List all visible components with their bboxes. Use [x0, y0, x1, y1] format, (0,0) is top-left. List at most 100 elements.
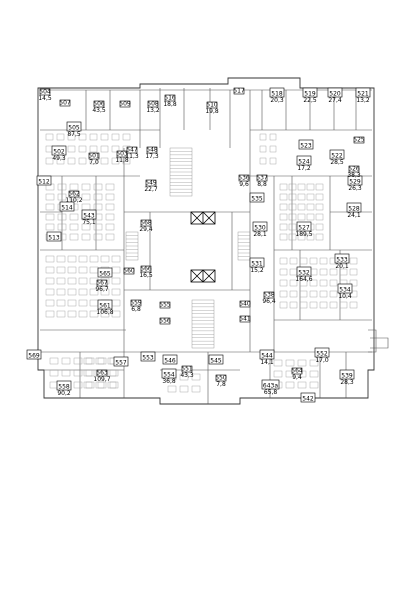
- room-number: 556: [159, 317, 171, 324]
- room-tag-box: [208, 354, 224, 365]
- desk: [57, 183, 67, 191]
- desk: [93, 233, 103, 241]
- desk: [122, 133, 131, 141]
- desk: [273, 370, 283, 378]
- room-number: 532: [298, 269, 310, 276]
- desk: [78, 266, 88, 274]
- room-tag-box: [261, 379, 280, 390]
- room-area: 17,2: [297, 165, 311, 172]
- room-tag-box: [239, 315, 251, 323]
- desk: [288, 183, 297, 191]
- small-room-tag-517: 517: [233, 87, 245, 94]
- desk: [349, 290, 358, 298]
- desk: [105, 213, 115, 221]
- room-tag-box: [140, 265, 152, 273]
- desk: [81, 193, 91, 201]
- desk: [83, 369, 93, 377]
- building-walls: [37, 77, 389, 405]
- room-number: 513: [48, 234, 60, 241]
- room-area: 22,5: [303, 97, 317, 104]
- room-number: 531: [251, 260, 263, 267]
- desk: [45, 203, 55, 211]
- desk: [57, 193, 67, 201]
- desk: [315, 223, 324, 231]
- desk: [73, 357, 83, 365]
- room-number: 525: [353, 136, 365, 143]
- desk: [297, 203, 306, 211]
- desk: [179, 385, 189, 393]
- desk: [315, 213, 324, 221]
- room-number: 562: [68, 190, 80, 197]
- desk: [81, 203, 91, 211]
- room-area: 43,3: [180, 372, 194, 379]
- room-tag-box: [119, 100, 131, 108]
- room-number: 504: [39, 88, 51, 95]
- room-number: 545: [210, 357, 222, 364]
- desk: [69, 223, 79, 231]
- room-area: 6,8: [131, 306, 141, 313]
- desk: [191, 385, 201, 393]
- desk: [73, 369, 83, 377]
- room-tag-box: [355, 87, 371, 98]
- small-room-tag-509: 509: [119, 100, 131, 107]
- desk: [339, 268, 348, 276]
- room-tag-box: [147, 100, 159, 108]
- room-number: 520: [329, 90, 341, 97]
- desk: [309, 381, 319, 389]
- small-room-labels: 51618,850813,250950643,550414,551019,851…: [38, 87, 365, 388]
- desk: [315, 203, 324, 211]
- desk: [67, 255, 77, 263]
- small-room-tag-525: 525: [353, 136, 365, 143]
- room-area: 14,1: [260, 359, 274, 366]
- room-tag-box: [162, 354, 178, 365]
- room-tag-box: [269, 87, 285, 98]
- room-number: 550: [215, 374, 227, 381]
- desk: [83, 381, 93, 389]
- room-tag-box: [327, 87, 343, 98]
- room-number: 551: [181, 365, 193, 372]
- room-tag-box: [215, 374, 227, 382]
- room-area: 27,4: [328, 97, 342, 104]
- room-number: 518: [271, 90, 283, 97]
- desk: [299, 257, 308, 265]
- desk: [56, 310, 66, 318]
- room-number: 528: [348, 205, 360, 212]
- room-tag-box: [56, 380, 72, 391]
- room-tag-box: [116, 150, 128, 158]
- desk: [78, 277, 88, 285]
- desk: [105, 183, 115, 191]
- desk: [45, 157, 54, 165]
- desk: [45, 255, 55, 263]
- desk: [273, 359, 283, 367]
- room-tag-box: [256, 174, 268, 182]
- room-tag-569: 569: [26, 349, 42, 359]
- room-number: 555: [159, 301, 171, 308]
- desk: [78, 299, 88, 307]
- room-tag-box: [314, 347, 330, 358]
- room-area: 7,0: [89, 159, 99, 166]
- room-tag-box: [123, 267, 135, 275]
- room-number: 554: [163, 371, 175, 378]
- desk: [288, 203, 297, 211]
- desk: [56, 288, 66, 296]
- room-number: 546: [164, 357, 176, 364]
- room-number: 522: [331, 152, 343, 159]
- room-tag-box: [93, 100, 105, 108]
- stairwell-west: [125, 231, 139, 261]
- desk: [107, 381, 117, 389]
- room-number: 524: [298, 158, 310, 165]
- room-area: 106,8: [96, 309, 113, 316]
- desk: [67, 277, 77, 285]
- room-area: 26,3: [348, 185, 362, 192]
- room-area: 9,6: [239, 181, 249, 188]
